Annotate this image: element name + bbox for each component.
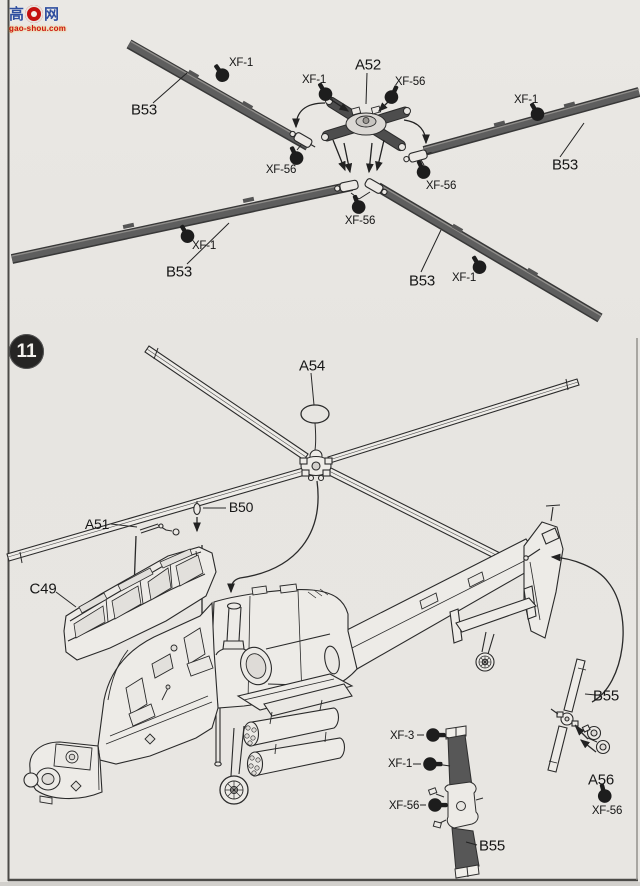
label-b55-white: B55 — [592, 687, 620, 705]
watermark: 高 网 gao-shou.com — [9, 5, 79, 33]
blade-root-top-left — [289, 130, 316, 148]
rocket-pod-lower — [251, 737, 346, 777]
b53-blade-top-left — [126, 39, 311, 151]
watermark-badge-icon — [25, 5, 44, 23]
paint-icon-xf1-dark — [423, 757, 443, 771]
a54-placement-arrow — [227, 480, 319, 594]
label-b50: B50 — [228, 499, 254, 515]
stub-wing-pods — [236, 673, 354, 777]
engine-nacelle — [240, 633, 340, 687]
b53-blade-bottom-right — [375, 182, 603, 323]
label-a52: A52 — [354, 56, 382, 74]
label-a54: A54 — [298, 357, 326, 375]
tail-rotor-b55-white — [547, 553, 624, 773]
main-wheel — [219, 725, 249, 805]
helicopter-fuselage — [23, 504, 564, 805]
label-xf56-hub: XF-56 — [394, 76, 426, 88]
nose-section — [23, 741, 103, 805]
label-xf1-top-left: XF-1 — [228, 57, 254, 69]
horizontal-stabilizer — [449, 585, 537, 644]
watermark-char-right: 网 — [44, 5, 60, 23]
main-rotor-step-art — [10, 39, 640, 323]
label-a56: A56 — [587, 771, 615, 789]
label-xf56-dark: XF-56 — [388, 800, 420, 812]
label-xf56-right: XF-56 — [425, 180, 457, 192]
label-xf56-a56: XF-56 — [591, 805, 623, 817]
page-border — [7, 0, 638, 882]
label-xf1-dark: XF-1 — [387, 758, 413, 770]
blade-root-right — [403, 149, 432, 163]
page-edge-shadow — [0, 882, 640, 886]
label-b53-right: B53 — [551, 156, 579, 174]
label-xf1-bottom-right: XF-1 — [451, 272, 477, 284]
label-b53-bottom-right: B53 — [408, 272, 436, 290]
blade-root-center-left — [334, 179, 359, 193]
label-xf1-bottom-left: XF-1 — [191, 240, 217, 252]
watermark-char-left: 高 — [9, 5, 25, 23]
tail-rotor-placement-arrow — [550, 553, 624, 703]
label-xf56-left: XF-56 — [265, 164, 297, 176]
label-xf3-dark: XF-3 — [389, 730, 415, 742]
blade-root-center-right — [364, 178, 388, 196]
label-xf1-hub: XF-1 — [301, 74, 327, 86]
paint-icon-xf3-dark — [426, 728, 446, 742]
label-a51: A51 — [84, 516, 110, 532]
step-number-badge: 11 — [9, 334, 44, 369]
label-xf56-center: XF-56 — [344, 215, 376, 227]
watermark-url: gao-shou.com — [9, 24, 67, 33]
crew-seats — [125, 627, 214, 727]
label-b53-bottom-left: B53 — [165, 263, 193, 281]
label-c49: C49 — [29, 580, 57, 598]
leader-lines-top — [152, 72, 585, 273]
b53-blade-bottom-left — [10, 181, 354, 264]
tail-hub-a56 — [575, 724, 614, 805]
assembly-arrows-top — [292, 98, 430, 174]
label-b55-dark: B55 — [478, 837, 506, 855]
tail-rotor-b55-dark — [413, 725, 484, 879]
b53-blade-right — [422, 87, 640, 156]
label-b53-top-left: B53 — [130, 101, 158, 119]
label-xf1-right: XF-1 — [513, 94, 539, 106]
paint-icon-xf56-dark — [428, 798, 448, 812]
tail-wheel — [475, 631, 495, 672]
assembled-rotor-a54 — [6, 345, 580, 594]
paint-icon-xf56-center — [347, 192, 368, 216]
